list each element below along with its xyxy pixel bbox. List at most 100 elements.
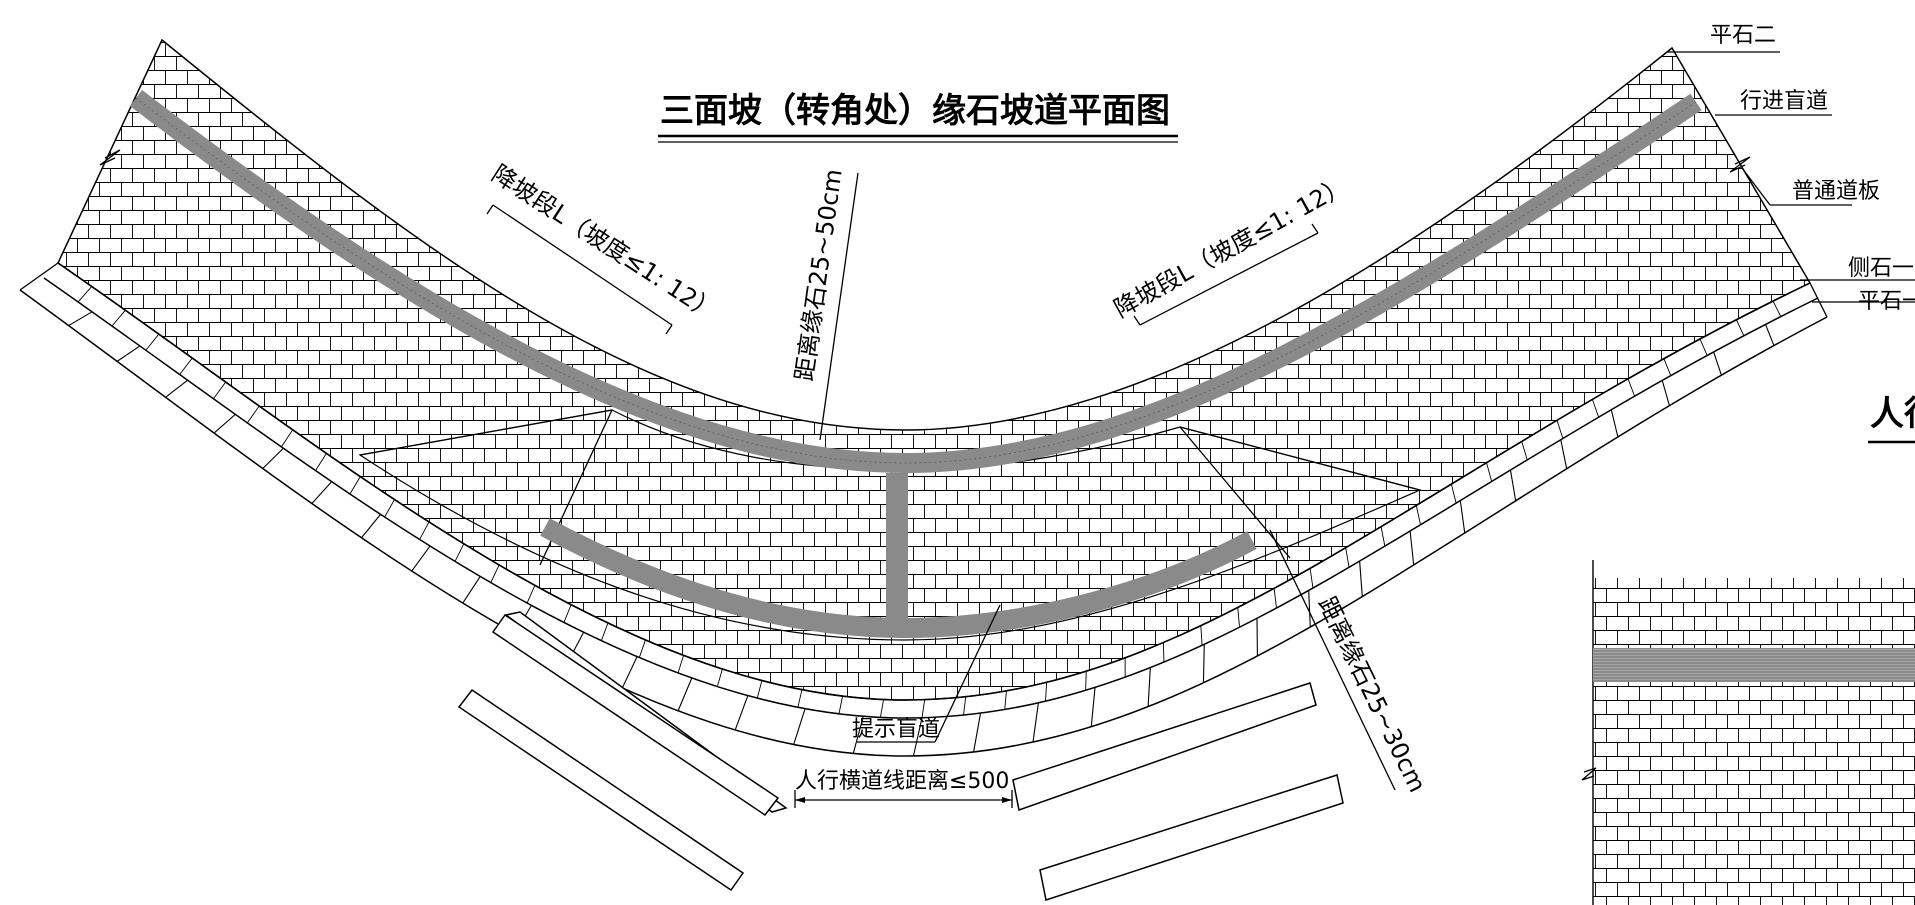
label-paving: 普通道板 (1792, 179, 1880, 204)
leader-lines (486, 51, 1915, 808)
flat-stone-joint-line (921, 699, 926, 718)
flat-stone-joint-line (797, 689, 803, 708)
flat-stone-joint-line (1380, 526, 1386, 547)
curb-joint-line (1090, 687, 1096, 727)
curb-joint-line (213, 413, 236, 434)
flat-stone-joint-line (490, 564, 500, 583)
flat-stone-joint-line (384, 499, 395, 518)
flat-stone-joint-line (280, 429, 294, 448)
flat-stone-joint-line (1162, 642, 1165, 663)
crosswalk-stripe (491, 613, 780, 817)
flat-stone-joint-line (1591, 399, 1600, 418)
flat-stone-joint-line (1486, 462, 1493, 482)
flat-stone-joint-line (716, 668, 723, 687)
curb-joint-line (677, 677, 693, 712)
label-warning-tactile: 提示盲道 (852, 717, 940, 742)
label-flat-stone-2: 平石二 (1710, 23, 1776, 48)
flat-stone-joint-line (77, 286, 93, 303)
curb-joint-line (912, 717, 923, 757)
curb-joint-line (311, 481, 333, 504)
partial-title-right: 人行 (1870, 394, 1915, 434)
warning-tactile-strip (540, 473, 1257, 639)
curb-joint-line (1459, 500, 1466, 534)
flat-stone-joint-line (454, 543, 465, 562)
flat-stone-joint-line (1415, 505, 1422, 525)
flat-stone-joint-line (179, 357, 193, 375)
curb-joint-line (1713, 351, 1722, 376)
label-crosswalk-dist: 人行横道线距离≤500 (795, 769, 1009, 794)
flat-stone-joint-line (349, 476, 361, 495)
curb-joint-line (116, 345, 141, 362)
curb-joint-line (1610, 409, 1619, 437)
curb-joint-line (1202, 644, 1205, 683)
curb-joint-line (621, 656, 638, 689)
curb-joint-line (361, 513, 381, 539)
flat-stone-joint-line (1699, 338, 1708, 356)
flat-stone-joint-line (1309, 568, 1314, 589)
curb-joint-line (1308, 590, 1311, 628)
flat-stone-joint-line (111, 309, 126, 327)
flat-stone-joint-line (1735, 319, 1745, 336)
flat-stone-joint-line (1045, 682, 1048, 702)
crosswalk-stripes (457, 611, 1344, 901)
flat-stone-joint-line (1772, 300, 1782, 317)
flat-stone-joint-line (246, 405, 260, 424)
curb-joint-line (462, 576, 481, 604)
flat-stone-joint-line (1345, 547, 1350, 568)
flat-stone-joint-line (838, 696, 844, 714)
curb-joint-line (1509, 469, 1517, 501)
break-symbol-left (99, 149, 121, 166)
label-guide-tactile: 行进盲道 (1740, 89, 1828, 114)
break-symbol-right (1729, 156, 1751, 173)
curb-joint-line (973, 713, 982, 753)
flat-stone-joint-line (1004, 690, 1007, 710)
detail-straight-sidewalk (1581, 560, 1915, 905)
page-title: 三面坡（转角处）缘石坡道平面图 (660, 91, 1170, 131)
crosswalk-stripe (1039, 774, 1344, 901)
curb-joint-line (68, 311, 93, 327)
curb-joint-line (793, 708, 806, 745)
curb-joint-line (1359, 561, 1363, 597)
flat-stone-joint-line (419, 521, 430, 540)
flat-stone-joint-line (963, 696, 967, 716)
curb-joint-line (411, 545, 431, 572)
curb-joint-line (1661, 380, 1670, 406)
flat-stone-joint-line (563, 604, 572, 623)
flat-stone-joint-line (1627, 378, 1636, 397)
label-dist-top: 距离缘石25~50cm (790, 167, 847, 383)
flat-stone-joint-line (526, 585, 536, 604)
flat-stone-joint-line (879, 699, 885, 718)
flat-stone-joint-line (677, 655, 685, 674)
flat-stone-joint-line (213, 381, 227, 400)
label-dist-right: 距离缘石25~30cm (1313, 592, 1432, 796)
flat-stone-joint-line (1521, 441, 1528, 460)
title-block: 三面坡（转角处）缘石坡道平面图 人行 (658, 91, 1915, 444)
label-side-stone-1: 侧石一 (1848, 256, 1914, 281)
flat-stone-joint-line (1450, 483, 1457, 504)
flat-stone-joint-line (1273, 588, 1277, 609)
flat-stone-joint-line (1200, 625, 1203, 646)
flat-stone-joint-line (1663, 358, 1672, 376)
flat-stone-joint-line (145, 333, 160, 351)
flat-stone-joint-line (600, 622, 609, 641)
flat-stone-joint-line (638, 639, 646, 658)
curb-joint-line (1032, 702, 1039, 743)
curb-joint-line (262, 447, 284, 469)
guide-tactile-strip (129, 90, 1702, 474)
flat-stone-joint-line (315, 453, 327, 471)
curb-joint-line (1765, 324, 1775, 346)
crosswalk-stripe (457, 688, 745, 892)
label-slope-left: 降坡段L（坡度≤1: 12） (487, 160, 723, 327)
curb-joint-line (1560, 439, 1568, 469)
crosswalk-stripe (1012, 682, 1317, 811)
curb-joint-line (165, 379, 188, 398)
curb-joint-line (1409, 531, 1415, 566)
flat-stone-joint-line (1556, 420, 1564, 439)
curb-joint-line (852, 716, 864, 754)
flat-stone-joint-line (1237, 607, 1240, 628)
curb-joint-line (734, 695, 749, 731)
label-flat-stone-1: 平石一 (1858, 289, 1915, 314)
curb-joint-line (1147, 667, 1151, 707)
flat-stone-joint-line (1085, 671, 1087, 691)
